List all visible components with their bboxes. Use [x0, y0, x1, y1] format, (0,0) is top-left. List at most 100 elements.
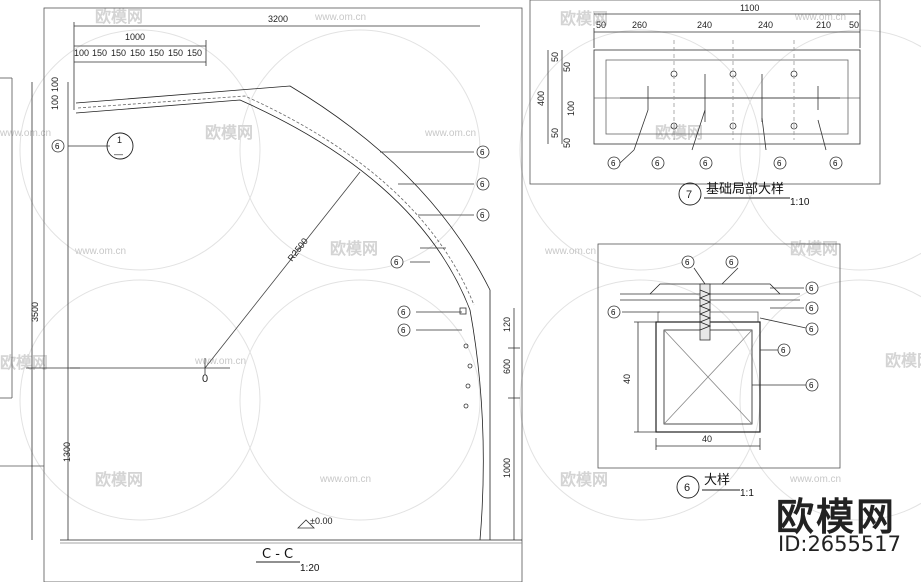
section-cc-title: C - C — [262, 547, 293, 562]
section-cc-callouts: 6 6 6 6 6 6 6 — [51, 139, 490, 337]
callout-bubble: 6 — [805, 378, 819, 392]
detail-6-scale: 1:1 — [740, 488, 754, 499]
svg-text:欧模网: 欧模网 — [95, 470, 143, 489]
svg-text:6: 6 — [781, 346, 786, 355]
callout-bubble: 6 — [805, 281, 819, 295]
svg-text:400: 400 — [536, 91, 546, 106]
svg-text:www.om.cn: www.om.cn — [424, 128, 476, 139]
svg-text:50: 50 — [550, 52, 560, 62]
svg-text:欧模网: 欧模网 — [95, 7, 143, 26]
callout-bubble: 6 — [773, 156, 787, 170]
svg-text:100: 100 — [50, 77, 60, 92]
svg-text:1: 1 — [117, 135, 122, 145]
svg-text:6: 6 — [809, 325, 814, 334]
callout-bubble: 6 — [805, 301, 819, 315]
svg-text:3500: 3500 — [30, 302, 40, 322]
svg-text:3200: 3200 — [268, 14, 288, 24]
callout-bubble: 6 — [777, 343, 791, 357]
detail-6-labels: 40 40 6 大样 1:1 — [622, 374, 754, 499]
svg-text:50: 50 — [562, 138, 572, 148]
callout-bubble: 6 — [651, 156, 665, 170]
svg-text:6: 6 — [809, 304, 814, 313]
callout-bubble: 6 — [476, 177, 490, 191]
svg-text:6: 6 — [480, 211, 485, 220]
svg-text:www.om.cn: www.om.cn — [74, 246, 126, 257]
detail-6-callouts: 6 6 6 6 6 6 6 6 — [607, 255, 819, 392]
svg-text:210: 210 — [816, 20, 831, 30]
svg-text:100: 100 — [74, 48, 89, 58]
svg-text:欧模网: 欧模网 — [205, 123, 253, 142]
svg-text:www.om.cn: www.om.cn — [789, 474, 841, 485]
callout-bubble: 6 — [699, 156, 713, 170]
callout-bubble: 6 — [805, 322, 819, 336]
svg-text:www.om.cn: www.om.cn — [314, 12, 366, 23]
svg-text:7: 7 — [686, 189, 692, 201]
svg-text:150: 150 — [187, 48, 202, 58]
svg-text:1300: 1300 — [62, 442, 72, 462]
detail-7-labels: 1100 50 260 240 240 210 50 400 50 50 100… — [536, 3, 859, 208]
detail-6-drawing — [597, 243, 841, 469]
detail-6-title: 大样 — [704, 473, 730, 488]
svg-text:150: 150 — [149, 48, 164, 58]
detail-7-scale: 1:10 — [790, 197, 810, 208]
watermark-texts: 欧模网 www.om.cn 欧模网 www.om.cn www.om.cn 欧模… — [0, 7, 921, 489]
svg-text:150: 150 — [168, 48, 183, 58]
svg-text:www.om.cn: www.om.cn — [194, 356, 246, 367]
svg-text:欧模网: 欧模网 — [330, 239, 378, 258]
section-cc-scale: 1:20 — [300, 563, 320, 574]
section-cc-drawing — [0, 7, 523, 582]
section-mark: 1 — — [106, 132, 134, 160]
svg-text:6: 6 — [809, 381, 814, 390]
svg-text:50: 50 — [550, 128, 560, 138]
svg-text:600: 600 — [502, 359, 512, 374]
callout-bubble: 6 — [607, 156, 621, 170]
svg-text:www.om.cn: www.om.cn — [319, 474, 371, 485]
svg-text:120: 120 — [502, 317, 512, 332]
callout-bubble: 6 — [725, 255, 739, 269]
detail-7-number: 7 — [678, 182, 702, 206]
svg-text:150: 150 — [111, 48, 126, 58]
svg-text:100: 100 — [50, 95, 60, 110]
watermark-layer — [19, 29, 921, 521]
svg-text:0: 0 — [202, 373, 208, 385]
callout-bubble: 6 — [390, 255, 404, 269]
section-cc-labels: 3200 1000 100 150 150 150 150 150 150 10… — [30, 14, 512, 574]
svg-text:欧模网: 欧模网 — [885, 351, 921, 370]
svg-text:欧模网: 欧模网 — [0, 353, 48, 372]
svg-text:6: 6 — [833, 159, 838, 168]
svg-text:1000: 1000 — [125, 32, 145, 42]
svg-text:6: 6 — [611, 308, 616, 317]
detail-6-number: 6 — [676, 475, 700, 499]
detail-7-callouts: 6 6 6 6 6 — [607, 156, 843, 170]
svg-text:6: 6 — [703, 159, 708, 168]
callout-bubble: 6 — [681, 255, 695, 269]
brand-logo-text: 欧模网 — [776, 495, 897, 539]
svg-text:240: 240 — [758, 20, 773, 30]
svg-text:6: 6 — [401, 326, 406, 335]
svg-text:6: 6 — [480, 180, 485, 189]
svg-text:40: 40 — [622, 374, 632, 384]
svg-text:50: 50 — [849, 20, 859, 30]
callout-bubble: 6 — [476, 208, 490, 222]
svg-text:6: 6 — [809, 284, 814, 293]
svg-text:260: 260 — [632, 20, 647, 30]
radius-line — [204, 171, 361, 369]
svg-text:R2500: R2500 — [286, 236, 310, 263]
svg-text:6: 6 — [55, 142, 60, 151]
detail-7-title: 基础局部大样 — [706, 182, 784, 197]
svg-text:www.om.cn: www.om.cn — [0, 128, 51, 139]
svg-text:6: 6 — [401, 308, 406, 317]
svg-text:40: 40 — [702, 434, 712, 444]
svg-text:6: 6 — [655, 159, 660, 168]
svg-text:150: 150 — [130, 48, 145, 58]
detail-7-drawing — [529, 0, 881, 185]
svg-text:6: 6 — [684, 482, 690, 494]
arch-inner — [75, 99, 484, 541]
svg-text:—: — — [114, 149, 123, 159]
svg-text:www.om.cn: www.om.cn — [544, 246, 596, 257]
svg-text:50: 50 — [596, 20, 606, 30]
arch-outer — [75, 85, 491, 540]
svg-text:6: 6 — [777, 159, 782, 168]
callout-bubble: 6 — [397, 305, 411, 319]
